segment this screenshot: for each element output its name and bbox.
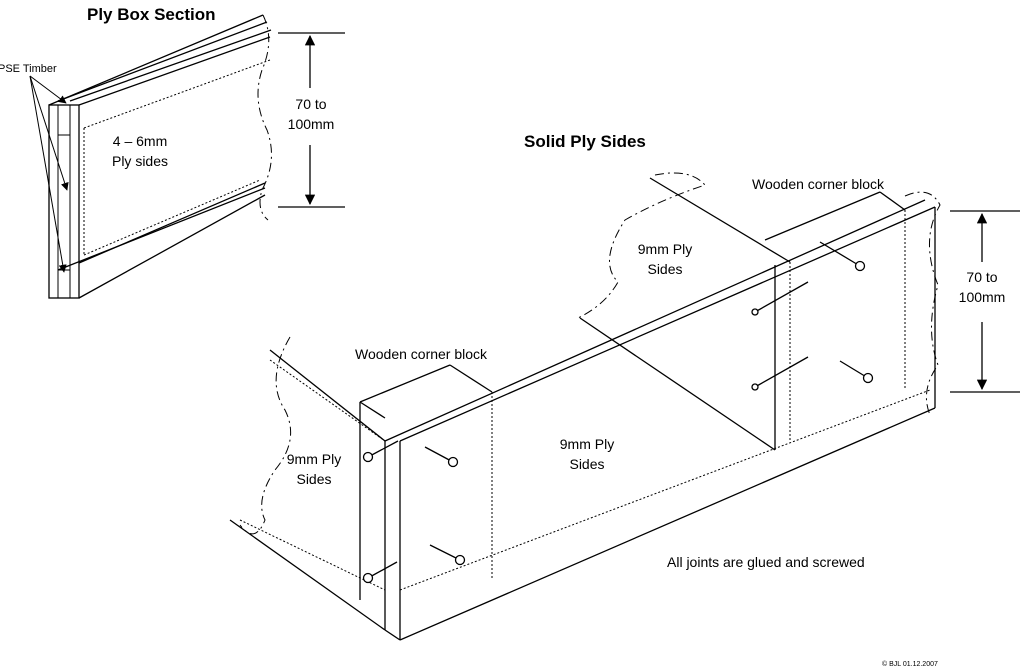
solid-ply-drawing bbox=[229, 172, 941, 641]
front-sides-label-line1: 9mm Ply bbox=[560, 436, 614, 452]
screw-3 bbox=[362, 561, 398, 584]
front-sides-label-line2: Sides bbox=[569, 456, 604, 472]
screw-7 bbox=[751, 356, 809, 391]
solid-ply-dim-label-line2: 100mm bbox=[959, 289, 1006, 305]
pse-timber-label: PSE Timber bbox=[0, 63, 57, 75]
ply-box-sides-label-line2: Ply sides bbox=[112, 153, 168, 169]
ply-box-end-face bbox=[48, 104, 80, 299]
ply-box-title: Ply Box Section bbox=[87, 5, 215, 24]
screw-5 bbox=[819, 241, 866, 272]
screws bbox=[362, 241, 874, 584]
end-sides-label-line2: Sides bbox=[296, 471, 331, 487]
corner-block-label-right: Wooden corner block bbox=[752, 176, 885, 192]
solid-ply-title: Solid Ply Sides bbox=[524, 132, 646, 151]
ply-box-dim-label-line1: 70 to bbox=[295, 96, 326, 112]
solid-ply-height-dimension bbox=[950, 210, 1020, 393]
ply-box-section: Ply Box Section PSE Timber bbox=[0, 5, 345, 299]
credit-text: © BJL 01.12.2007 bbox=[882, 660, 938, 668]
screw-6 bbox=[751, 281, 809, 316]
back-break-line bbox=[577, 172, 706, 319]
screw-2 bbox=[424, 446, 459, 468]
joints-note: All joints are glued and screwed bbox=[667, 554, 865, 570]
back-sides-label-line1: 9mm Ply bbox=[638, 241, 692, 257]
back-sides-label-line2: Sides bbox=[647, 261, 682, 277]
right-break-line bbox=[904, 191, 941, 416]
screw-4 bbox=[429, 544, 466, 566]
solid-ply-dim-label-line1: 70 to bbox=[966, 269, 997, 285]
solid-ply-section: Solid Ply Sides bbox=[229, 132, 1020, 641]
ply-box-sides-label-line1: 4 – 6mm bbox=[113, 133, 167, 149]
ply-box-drawing bbox=[48, 14, 272, 299]
screw-1 bbox=[362, 440, 399, 463]
end-sides-label-line1: 9mm Ply bbox=[287, 451, 341, 467]
screw-8 bbox=[839, 360, 874, 384]
ply-box-height-dimension bbox=[278, 32, 345, 208]
ply-box-dim-label-line2: 100mm bbox=[288, 116, 335, 132]
ply-box-break-line bbox=[257, 14, 272, 221]
left-break-line bbox=[239, 336, 292, 535]
corner-block-label-left: Wooden corner block bbox=[355, 346, 488, 362]
pse-timber-leaders bbox=[29, 75, 69, 273]
